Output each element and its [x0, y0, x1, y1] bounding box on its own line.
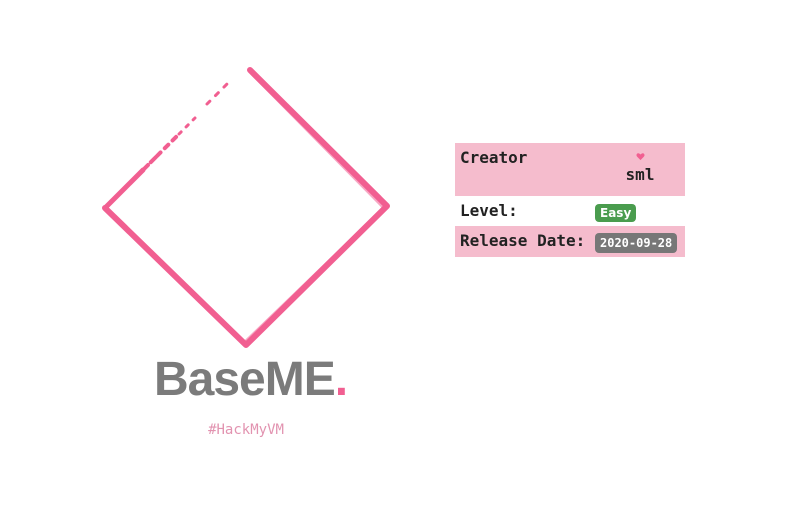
- level-badge: Easy: [595, 204, 637, 222]
- logo: [95, 62, 395, 357]
- release-date-row: Release Date: 2020-09-28: [455, 226, 685, 257]
- machine-info-table: Creator sml Level: Easy Release Date: 20…: [455, 143, 685, 257]
- brand-title: BaseME.: [148, 350, 353, 410]
- level-value-cell: Easy: [595, 196, 685, 226]
- level-row: Level: Easy: [455, 196, 685, 226]
- level-label: Level:: [460, 201, 518, 220]
- hashtag-label: #HackMyVM: [208, 422, 284, 438]
- creator-value: sml: [595, 143, 685, 196]
- creator-label: Creator: [460, 148, 528, 167]
- diamond-outline-icon: [102, 67, 390, 348]
- creator-row: Creator sml: [455, 143, 685, 196]
- creator-name-link[interactable]: sml: [625, 165, 655, 184]
- brand-dot: .: [334, 353, 348, 406]
- release-date-value-cell: 2020-09-28: [595, 226, 685, 257]
- brand-name: BaseME: [153, 353, 336, 406]
- release-date-badge: 2020-09-28: [595, 233, 678, 253]
- release-date-label: Release Date:: [460, 231, 586, 250]
- heart-icon: [635, 153, 645, 161]
